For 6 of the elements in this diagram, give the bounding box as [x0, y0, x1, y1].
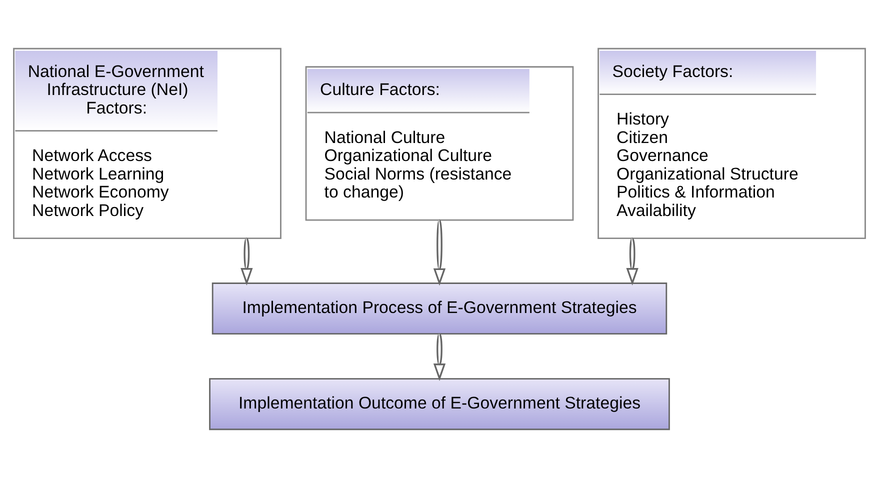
arrow: [626, 238, 638, 285]
arrow: [240, 238, 253, 285]
arrow: [433, 219, 446, 286]
arrow: [433, 333, 446, 380]
node-box: Implementation Process of E-Government Strategies: [212, 282, 668, 334]
node-box: Implementation Outcome of E-Government Strategies: [209, 378, 670, 430]
